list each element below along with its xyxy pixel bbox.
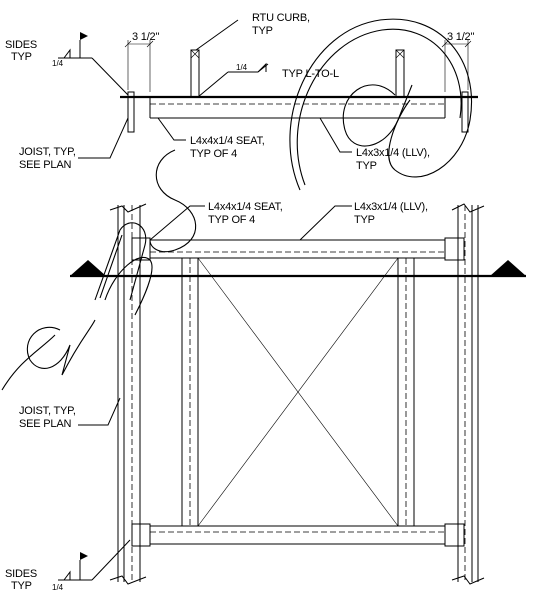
angle-bottom (150, 525, 445, 545)
seat-top-left (131, 237, 151, 261)
joist-end-right (461, 91, 469, 133)
joist-top-label-line2: SEE PLAN (19, 159, 71, 171)
sides-typ-top-line2: TYP (11, 51, 32, 63)
break-mark-left-bot (109, 575, 147, 585)
angle-plan-leader (299, 205, 352, 241)
seat-plan-label-line2: TYP OF 4 (208, 214, 255, 226)
rtu-curb-label-line2: TYP (252, 25, 273, 37)
curb-opening-diagonal-2 (197, 257, 399, 527)
seat-top-label-line2: TYP OF 4 (190, 148, 237, 160)
rtu-curb-leader (195, 19, 239, 51)
weld-symbol-mid (197, 62, 269, 98)
dimension-left-text: 3 1/2" (132, 31, 159, 43)
watermark-letter-s (149, 149, 197, 253)
sides-typ-top-line1: SIDES (5, 39, 37, 51)
weld-size-bot: 1/4 (52, 583, 64, 592)
section-arrow-left (70, 260, 106, 276)
typ-l-to-l-label: TYP L-TO-L (282, 68, 339, 80)
joist-bot-leader (78, 397, 121, 426)
seat-top-right (444, 237, 465, 261)
watermark-stroke1 (1, 334, 56, 391)
seat-bottom-right (444, 523, 465, 547)
seat-plan-leader (149, 205, 205, 241)
joist-top-label-line1: JOIST, TYP, (19, 146, 76, 158)
dimension-left (124, 40, 154, 92)
sides-typ-bot-line2: TYP (11, 580, 32, 592)
angle-plan-label-line1: L4x3x1/4 (LLV), (354, 201, 428, 213)
weld-symbol-bottom-left (58, 539, 131, 581)
break-mark-left-top (109, 203, 147, 213)
seat-plan-label-line1: L4x4x1/4 SEAT, (208, 201, 283, 213)
dimension-right-text: 3 1/2" (447, 31, 474, 43)
joist-bot-label-line1: JOIST, TYP, (19, 405, 76, 417)
angle-top-label-line2: TYP (356, 160, 377, 172)
angle-plan-label-line2: TYP (354, 214, 375, 226)
watermark-at-outer (289, 18, 472, 191)
joist-right (457, 205, 479, 582)
rtu-curb-label-line1: RTU CURB, (252, 12, 310, 24)
joist-left (117, 205, 141, 582)
joist-end-left (127, 91, 135, 133)
dimension-right (441, 40, 472, 92)
rtu-curb-post-left (190, 49, 200, 98)
rtu-curb-post-right-x (395, 49, 405, 59)
watermark-letter-n2 (104, 257, 153, 316)
inner-frame-right (397, 258, 415, 526)
watermark-letter-n (94, 222, 147, 301)
sides-typ-bot-line1: SIDES (5, 568, 37, 580)
plan-view: L4x4x1/4 SEAT, TYP OF 4 L4x3x1/4 (LLV), … (5, 201, 526, 592)
seat-bottom-left (131, 523, 151, 547)
watermark-at-outer2 (296, 28, 462, 186)
watermark-at-inner (342, 84, 413, 147)
seat-top-label-line1: L4x4x1/4 SEAT, (190, 135, 265, 147)
rtu-curb-post-right (395, 49, 405, 98)
inner-frame-left (181, 258, 199, 526)
seat-top-leader (157, 117, 186, 141)
joist-top-leader (78, 117, 129, 159)
watermark (1, 18, 472, 391)
break-mark-right-bot (451, 575, 485, 585)
angle-top-leader (319, 117, 352, 153)
weld-symbol-top-left (58, 32, 129, 96)
angle-top (150, 239, 445, 259)
angle-top-label-line1: L4x3x1/4 (LLV), (356, 147, 430, 159)
section-arrow-right (490, 260, 526, 276)
elevation-view: 3 1/2" 3 1/2" SIDES TYP 1/4 1/4 TYP L-TO… (5, 12, 478, 172)
weld-size-top: 1/4 (52, 59, 64, 68)
joist-bot-label-line2: SEE PLAN (19, 418, 71, 430)
watermark-letter-a (26, 319, 96, 376)
curb-opening (197, 257, 399, 527)
rtu-curb-post-left-x (190, 49, 200, 59)
weld-size-mid: 1/4 (236, 63, 248, 72)
break-mark-right-top (451, 203, 485, 213)
